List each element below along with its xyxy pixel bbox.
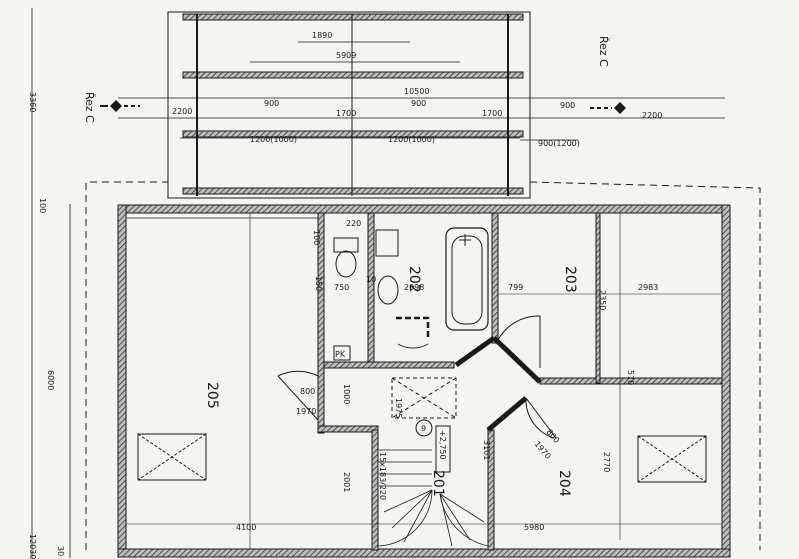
section-label-right: Řez C	[597, 36, 610, 67]
pergola-beam-2	[182, 71, 524, 79]
hall-diagonal-walls	[454, 335, 542, 432]
dim-1000: 1000	[342, 384, 351, 404]
room-number-201: 201	[430, 470, 446, 497]
section-mark-right: Řez C	[590, 36, 626, 114]
dim-2983: 2983	[638, 283, 658, 292]
section-label-left: Řez C	[83, 92, 96, 123]
dim-5980: 5980	[524, 523, 544, 532]
dim-1890: 1890	[312, 31, 332, 40]
pergola-beam-3	[182, 130, 524, 138]
dim-2200-left: 2200	[172, 107, 192, 116]
dim-1700-left: 1700	[336, 109, 356, 118]
staircase	[377, 449, 489, 547]
dim-4100: 4100	[236, 523, 256, 532]
level-mark: +2,750	[438, 430, 447, 460]
exterior-walls	[117, 204, 731, 558]
dimension-lines-top	[31, 8, 725, 558]
pk-tag: PK	[335, 350, 346, 359]
dim-12030: 12030	[28, 534, 37, 559]
dim-900-1200: 900(1200)	[538, 139, 580, 148]
dim-100: 100	[38, 198, 47, 213]
room-202: 202 750 150 100 220 10 2098 PK	[312, 219, 489, 361]
room-205: 205 800 1970 4100	[126, 213, 372, 549]
pergola-beam-1	[182, 13, 524, 21]
sink-icon	[377, 275, 399, 305]
room-number-204: 204	[556, 470, 572, 497]
roof-outline	[85, 181, 761, 550]
section-mark-left: Řez C	[83, 92, 140, 123]
interior-walls	[317, 212, 723, 551]
dim-1200-1000: 1200(1000)	[250, 135, 297, 144]
dim-900-left: 900	[264, 99, 279, 108]
dim-570: 570	[626, 370, 635, 385]
dim-750: 750	[334, 283, 349, 292]
stair-spec: 15x183/220	[378, 452, 387, 500]
dim-2098: 2098	[404, 283, 424, 292]
dim-800-door-205: 800	[300, 387, 315, 396]
dim-900-right: 900	[560, 101, 575, 110]
skylight-right	[637, 435, 707, 483]
bathtub-icon	[445, 227, 489, 331]
room-201: 9 +2,750 201 1000 3101 2001 1975 15x183/…	[342, 377, 491, 547]
pergola-frame	[167, 11, 531, 199]
door-tag-number: 9	[421, 424, 426, 433]
dim-100b: 100	[312, 230, 321, 245]
dim-1200-1000-b: 1200(1000)	[388, 135, 435, 144]
dim-3101: 3101	[482, 440, 491, 460]
dim-10500: 10500	[404, 87, 429, 96]
door-tag-circle	[415, 419, 433, 437]
room-203: 203 799 2350 2983 570	[497, 213, 722, 540]
dim-220: 220	[346, 219, 361, 228]
dim-5909: 5909	[336, 51, 356, 60]
dim-10: 10	[366, 275, 376, 284]
dim-800-door-204: 800	[544, 428, 561, 445]
dim-1975: 1975	[394, 398, 403, 418]
dim-3360: 3360	[28, 92, 37, 112]
room-number-202: 202	[406, 266, 422, 293]
dim-30: 30	[56, 546, 65, 556]
dim-6000: 6000	[46, 370, 55, 390]
room-number-203: 203	[562, 266, 578, 293]
dim-150: 150	[314, 276, 323, 291]
pergola	[167, 11, 531, 199]
dim-900-mid: 900	[411, 99, 426, 108]
room-number-205: 205	[204, 382, 220, 409]
dim-1700-right: 1700	[482, 109, 502, 118]
dim-2350: 2350	[598, 290, 607, 310]
dim-1970-door-204: 1970	[532, 440, 552, 461]
toilet-icon	[335, 250, 357, 278]
dim-2200-right: 2200	[642, 111, 662, 120]
dim-2770: 2770	[602, 452, 611, 472]
pergola-beam-4	[182, 187, 524, 195]
dim-1970-door-205: 1970	[296, 407, 316, 416]
dim-2001: 2001	[342, 472, 351, 492]
dim-799: 799	[508, 283, 523, 292]
skylight-left	[137, 433, 207, 481]
